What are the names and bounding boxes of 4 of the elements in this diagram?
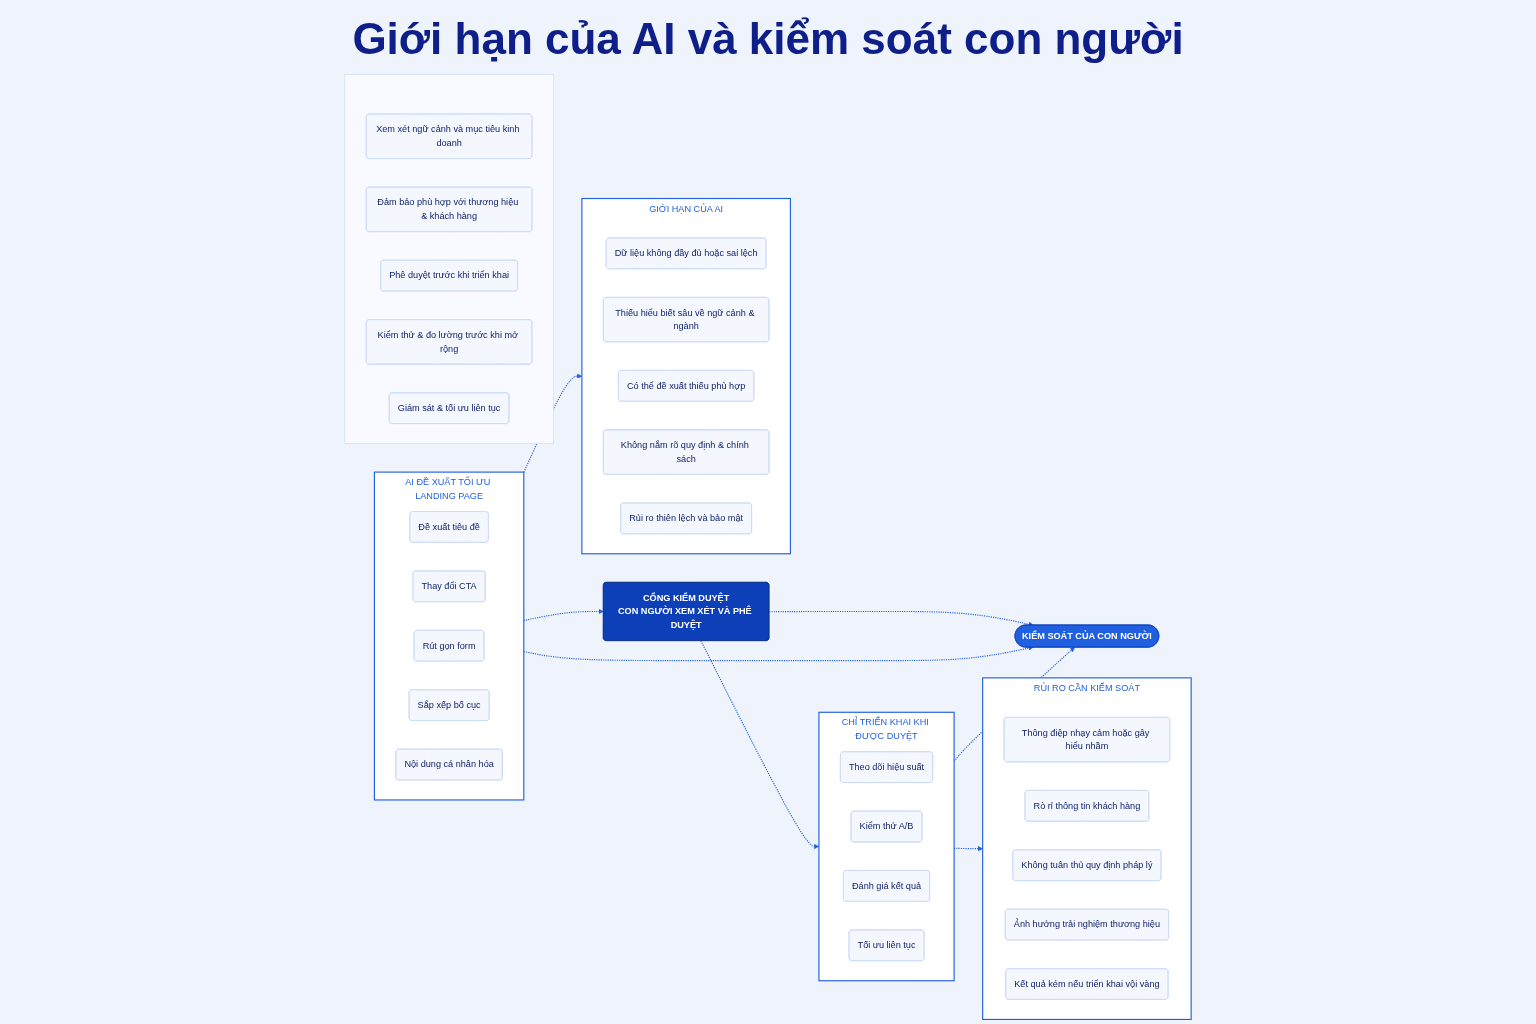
title: Giới hạn của AI và kiểm soát con người xyxy=(352,14,1184,64)
arrow xyxy=(523,608,604,622)
cluster xyxy=(344,74,554,444)
arrow xyxy=(523,645,1034,662)
